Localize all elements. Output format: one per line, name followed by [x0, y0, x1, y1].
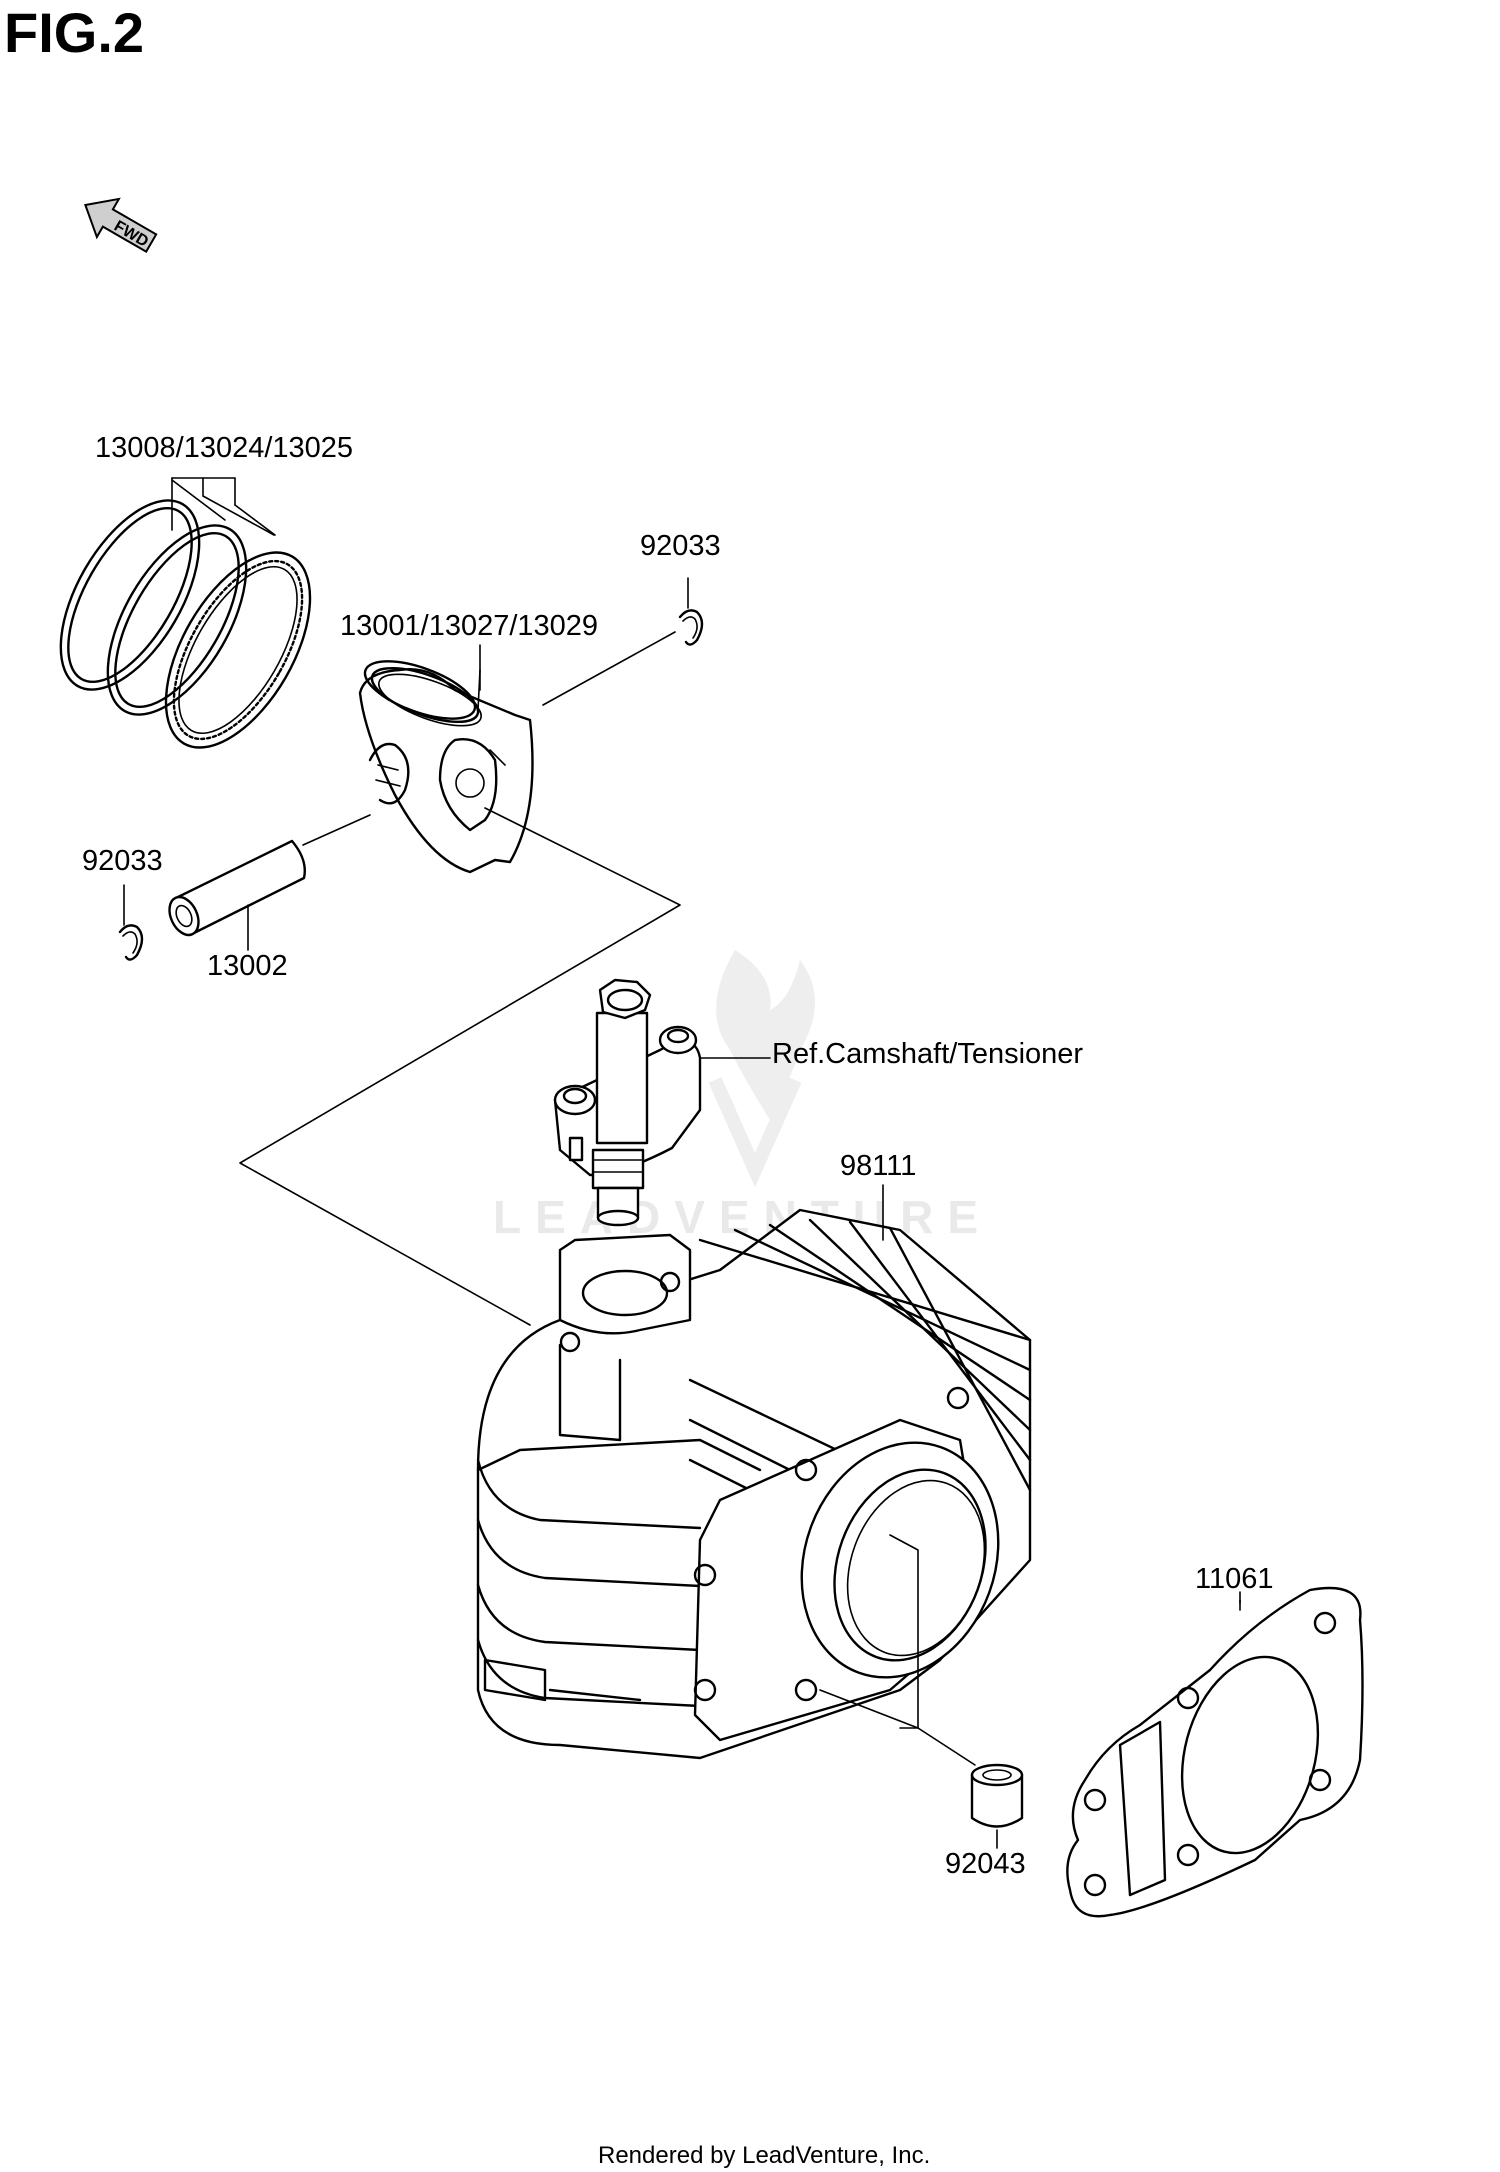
circlip-left: [118, 924, 144, 961]
assembly-guide-line: [239, 807, 681, 1326]
pin-to-piston-line: [302, 814, 371, 846]
label-gasket: 11061: [1195, 1563, 1274, 1595]
dowel-pin-guide-3: [917, 1727, 976, 1766]
label-piston-pin: 13002: [207, 950, 288, 982]
piston-rings-leader: [171, 477, 276, 536]
label-cylinder: 98111: [840, 1150, 916, 1182]
figure-title: FIG.2: [4, 1, 144, 64]
label-circlip-left: 92033: [82, 845, 163, 877]
label-piston-rings: 13008/13024/13025: [95, 432, 353, 464]
label-piston: 13001/13027/13029: [340, 610, 598, 642]
fwd-arrow-icon: FWD: [84, 197, 158, 254]
dowel-pin-guide-2: [819, 1689, 919, 1729]
watermark-text: LEADVENTURE: [493, 1191, 992, 1243]
label-dowel-pin: 92043: [945, 1848, 1026, 1880]
pin-axis-line: [542, 631, 676, 706]
cylinder: [476, 1208, 1032, 1760]
leadventure-watermark: LEADVENTURE: [493, 950, 992, 1243]
label-tensioner-ref: Ref.Camshaft/Tensioner: [772, 1038, 1083, 1070]
piston-pin: [168, 839, 306, 937]
footer-credit: Rendered by LeadVenture, Inc.: [598, 2142, 930, 2169]
label-circlip-right: 92033: [640, 530, 721, 562]
cylinder-base-gasket: [1066, 1586, 1364, 1918]
circlip-right: [678, 609, 704, 646]
piston: [358, 660, 534, 874]
dowel-pin: [970, 1763, 1024, 1828]
dowel-pin-guide: [889, 1534, 919, 1729]
piston-rings: [59, 499, 312, 749]
cam-chain-tensioner: [553, 978, 702, 1227]
